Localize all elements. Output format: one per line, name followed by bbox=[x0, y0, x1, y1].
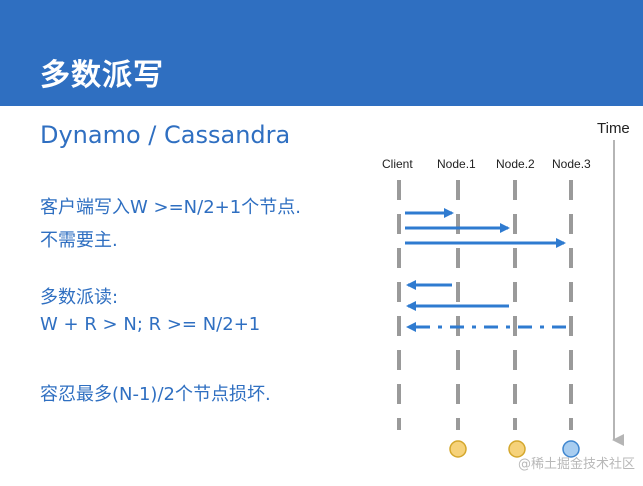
participant-label-client: Client bbox=[382, 157, 413, 171]
participant-label-node-2: Node.2 bbox=[496, 157, 535, 171]
node-2-state-circle bbox=[508, 440, 526, 458]
write-rule-line-2: 不需要主. bbox=[40, 230, 118, 251]
watermark: @稀土掘金技术社区 bbox=[517, 457, 635, 472]
time-axis-label: Time bbox=[597, 120, 630, 137]
participant-label-node-3: Node.3 bbox=[552, 157, 591, 171]
header-band bbox=[0, 0, 643, 106]
node-3-state-circle bbox=[562, 440, 580, 458]
node-1-state-circle bbox=[449, 440, 467, 458]
fault-tolerance-text: 容忍最多(N-1)/2个节点损坏. bbox=[40, 384, 271, 405]
participant-label-node-1: Node.1 bbox=[437, 157, 476, 171]
write-rule-line-1: 客户端写入W >=N/2+1个节点. bbox=[40, 197, 301, 218]
read-heading: 多数派读: bbox=[40, 287, 119, 308]
slide-subtitle: Dynamo / Cassandra bbox=[40, 121, 291, 149]
read-formula: W + R > N; R >= N/2+1 bbox=[40, 314, 261, 335]
slide-title: 多数派写 bbox=[40, 58, 164, 93]
